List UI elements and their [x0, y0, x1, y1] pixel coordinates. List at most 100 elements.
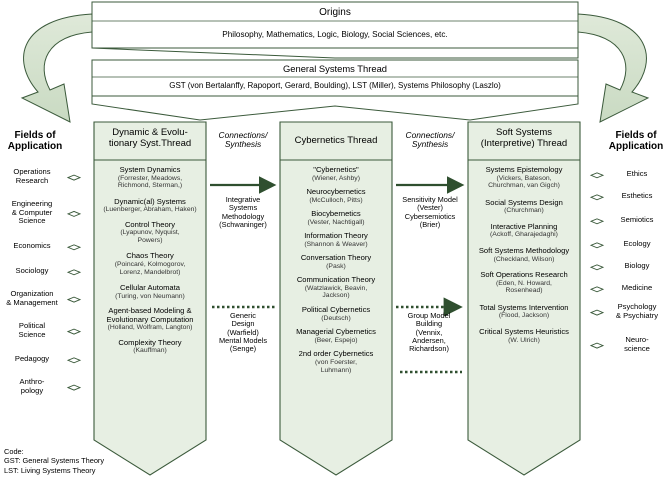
column-2-item-4: Soft Operations Research(Eden, N. Howard… — [468, 271, 580, 295]
right_fields-item-6-line-0: Psychology — [617, 302, 657, 311]
column-1-item-6-sub-0: (Deutsch) — [321, 314, 351, 322]
right_fields-item-6: Psychology& Psychiatry — [604, 302, 670, 320]
left_fields-item-3: Sociology — [0, 266, 64, 276]
column-0-item-3-title: Chaos Theory — [126, 251, 174, 261]
right_fields-item-4: Biology — [604, 261, 670, 271]
column-2-item-0-sub-1: Churchman, van Gigch) — [488, 182, 560, 190]
conn1l-line-2: (Vennix, — [415, 327, 443, 337]
conn0u-line-1: Systems — [228, 203, 258, 213]
right-fields-title: Fields of Application — [602, 130, 670, 152]
code-legend-heading: Code: — [4, 447, 24, 456]
left_fields-item-2: Economics — [0, 241, 64, 251]
left-fields-title-line1: Fields of — [14, 130, 56, 141]
column-1-item-4: Conversation Theory(Pask) — [280, 253, 392, 270]
right-field-diamonds — [589, 172, 605, 349]
conn1l-line-4: Richardson) — [409, 344, 449, 354]
column-1-item-3: Information Theory(Shannon & Weaver) — [280, 231, 392, 248]
left_fields-diamond-4 — [66, 296, 82, 303]
conn0l-line-1: Design — [231, 319, 255, 329]
column-1-item-5-sub-1: Jackson) — [322, 292, 350, 300]
right_fields-diamond-1 — [589, 194, 605, 201]
column-cybernetics-shape — [279, 121, 393, 476]
connections-1-header: Connections/ Synthesis — [210, 130, 276, 150]
left_fields-item-6-line-0: Pedagogy — [14, 354, 50, 363]
left_fields-diamond-2 — [66, 244, 82, 251]
column-1-item-3-title: Information Theory — [304, 231, 368, 240]
code-legend-gst: GST: General Systems Theory — [4, 456, 105, 466]
right_fields-item-0: Ethics — [604, 169, 670, 179]
right-fields-title-line2: Application — [608, 141, 664, 153]
right_fields-item-3: Ecology — [604, 239, 670, 249]
column-1-item-5: Communication Theory(Watzlawick, Beavin,… — [280, 275, 392, 300]
column-2-item-6-title: Critical Systems Heuristics — [479, 327, 569, 336]
column-0-item-1-sub-0: (Luenberger, Abraham, Haken) — [103, 206, 197, 214]
conn1u-line-1: (Vester) — [417, 203, 443, 213]
connections-1-header-line1: Connections/ — [218, 130, 268, 140]
left_fields-diamond-7 — [66, 384, 82, 391]
column-2-item-2-title: Interactive Planning — [490, 221, 558, 231]
right-fields-title-line1: Fields of — [615, 130, 657, 141]
left_fields-diamond-0 — [66, 174, 82, 181]
column-1-item-8-sub-1: Luhmann) — [320, 366, 352, 374]
column-1-item-0-sub-0: (Wiener, Ashby) — [312, 174, 360, 182]
column-0-item-4-sub-0: (Turing, von Neumann) — [115, 292, 185, 300]
left_fields-item-7: Anthro-pology — [0, 377, 64, 395]
column-2-item-0-title: Systems Epistemology — [485, 165, 563, 174]
column-0-item-2-title: Control Theory — [124, 219, 176, 229]
column-0-item-2: Control Theory(Lyapunov, Nyquist,Powers) — [94, 219, 206, 245]
column-0-item-3-sub-1: Lorenz, Mandelbrot) — [119, 268, 181, 276]
left_fields-diamond-6 — [66, 357, 82, 364]
left-fields-title-line2: Application — [7, 141, 63, 153]
column-2-item-1-sub-0: (Churchman) — [504, 207, 544, 215]
column-2-item-1: Social Systems Design(Churchman) — [468, 197, 580, 215]
column-1-item-4-title: Conversation Theory — [300, 253, 372, 262]
left_fields-item-6: Pedagogy — [0, 354, 64, 364]
column-0-item-5-title2: Evolutionary Computation — [106, 314, 194, 324]
code-legend: Code: GST: General Systems Theory LST: L… — [4, 447, 104, 475]
column-2-item-5: Total Systems Intervention(Flood, Jackso… — [468, 303, 580, 320]
column-2-item-1-title: Social Systems Design — [485, 197, 563, 207]
left_fields-item-0-line-1: Research — [15, 175, 49, 185]
origins-subtitle: Philosophy, Mathematics, Logic, Biology,… — [222, 30, 448, 39]
right_fields-item-1-line-0: Esthetics — [621, 191, 653, 200]
column-0-item-6-sub-0: (Kauffman) — [133, 347, 167, 355]
left_fields-diamond-3 — [66, 269, 82, 276]
connections-1-header-line2: Synthesis — [224, 139, 262, 150]
left_fields-item-4-line-1: & Management — [6, 297, 58, 307]
left_fields-item-4: Organization& Management — [0, 289, 64, 307]
right_fields-item-7-line-1: science — [624, 343, 650, 353]
column-1-item-6: Political Cybernetics(Deutsch) — [280, 306, 392, 322]
conn0l-line-2: (Warfield) — [227, 327, 259, 337]
column-dynamic-title: Dynamic & Evolu- tionary Syst.Thread — [94, 127, 206, 149]
column-2-item-6: Critical Systems Heuristics(W. Ulrich) — [468, 327, 580, 344]
column-2-item-4-title: Soft Operations Research — [480, 270, 568, 280]
column-1-item-2-title: Biocybernetics — [311, 209, 361, 218]
column-1-item-7-sub-0: (Beer, Espejo) — [314, 336, 358, 344]
left-fields-title: Fields of Application — [2, 130, 68, 152]
origins-arrow-shape — [91, 47, 579, 59]
code-legend-lst: LST: Living Systems Theory — [4, 465, 96, 475]
right_fields-diamond-7 — [589, 342, 605, 349]
column-0-item-0: System Dynamics(Forrester, Meadows,Richm… — [94, 165, 206, 190]
conn0u-line-3: (Schwaninger) — [219, 219, 267, 229]
conn0u-line-0: Integrative — [225, 195, 261, 204]
column-0-item-5-title: Agent-based Modeling & — [108, 306, 192, 316]
column-1-item-1-sub-0: (McCulloch, Pitts) — [309, 196, 363, 204]
column-2-item-0: Systems Epistemology(Vickers, Bateson,Ch… — [468, 165, 580, 190]
right_fields-item-6-line-1: & Psychiatry — [615, 310, 659, 320]
right_fields-item-7-line-0: Neuro- — [625, 335, 649, 344]
column-1-item-2: Biocybernetics(Vester, Nachtigall) — [280, 209, 392, 226]
column-2-item-3-title: Soft Systems Methodology — [478, 246, 570, 255]
column-1-item-1-title: Neurocybernetics — [306, 187, 366, 196]
left_fields-item-3-line-0: Sociology — [15, 266, 49, 275]
conn1u-line-3: (Brier) — [419, 219, 441, 229]
column-0-item-3-sub-0: (Poincaré, Kolmogorov, — [114, 260, 186, 268]
column-0-item-1: Dynamic(al) Systems(Luenberger, Abraham,… — [94, 197, 206, 214]
column-1-item-4-sub-0: (Pask) — [326, 262, 346, 270]
right_fields-diamond-5 — [589, 286, 605, 293]
left_fields-item-0-line-0: Operations — [13, 167, 51, 176]
